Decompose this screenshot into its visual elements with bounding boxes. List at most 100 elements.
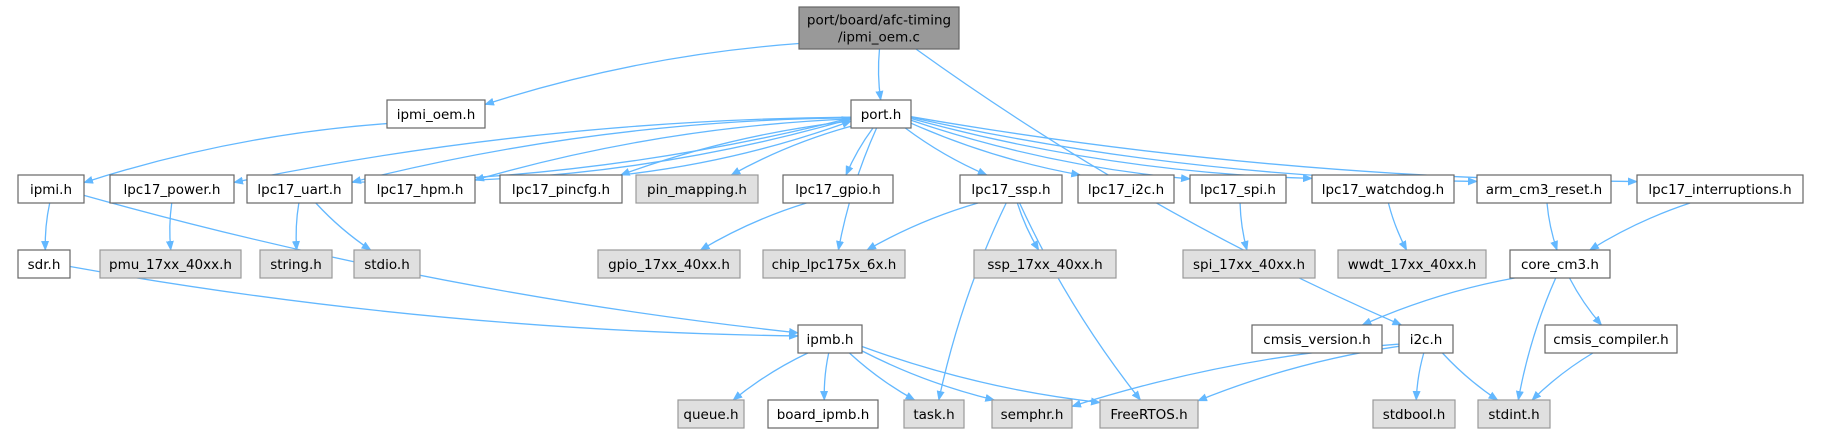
node-lpc17-watchdog-h[interactable]: lpc17_watchdog.h bbox=[1311, 174, 1455, 204]
node-freertos-h: FreeRTOS.h bbox=[1099, 399, 1199, 429]
edge-port_h-to-arm_cm3_reset_h bbox=[910, 116, 1478, 186]
node-label: i2c.h bbox=[1410, 332, 1443, 348]
node-box bbox=[353, 249, 421, 279]
node-box bbox=[798, 6, 960, 50]
node-arm-cm3-reset-h[interactable]: arm_cm3_reset.h bbox=[1476, 174, 1612, 204]
edge-port_h-to-lpc17_hpm_h bbox=[474, 118, 852, 182]
node-box bbox=[1077, 174, 1175, 204]
node-box bbox=[677, 399, 745, 429]
edge-ipmi_h-to-sdr_h bbox=[41, 202, 51, 251]
node-queue-h: queue.h bbox=[677, 399, 745, 429]
node-label: stdint.h bbox=[1488, 407, 1539, 423]
node-label: lpc17_power.h bbox=[123, 182, 220, 198]
edge-ipmb_h-to-semphr_h bbox=[861, 350, 996, 402]
node-lpc17-spi-h[interactable]: lpc17_spi.h bbox=[1189, 174, 1287, 204]
node-label: stdio.h bbox=[364, 257, 410, 273]
node-box bbox=[1398, 324, 1454, 354]
node-stdint-h: stdint.h bbox=[1477, 399, 1551, 429]
node-ipmi-h[interactable]: ipmi.h bbox=[17, 174, 85, 204]
node-ipmb-h[interactable]: ipmb.h bbox=[797, 324, 863, 354]
edge-cmsis_compiler_h-to-stdint_h bbox=[1531, 352, 1594, 401]
edge-lpc17_ssp_h-to-freertos_h bbox=[1018, 202, 1142, 401]
edge-ipmb_h-to-board_ipmb_h bbox=[820, 352, 830, 401]
edge-root-to-port_h bbox=[875, 48, 884, 101]
node-label: lpc17_hpm.h bbox=[377, 182, 464, 198]
node-lpc17-uart-h[interactable]: lpc17_uart.h bbox=[246, 174, 353, 204]
node-label: ipmi_oem.h bbox=[397, 107, 476, 123]
edge-port_h-to-pin_mapping_h bbox=[730, 125, 852, 176]
node-label: sdr.h bbox=[28, 257, 61, 273]
node-ipmi-oem-h[interactable]: ipmi_oem.h bbox=[386, 99, 486, 129]
node-label: wwdt_17xx_40xx.h bbox=[1348, 257, 1477, 273]
edge-root-to-ipmi_oem_h bbox=[484, 42, 800, 106]
edge-port_h-to-lpc17_power_h bbox=[233, 116, 852, 185]
node-label: lpc17_spi.h bbox=[1200, 182, 1276, 198]
edge-lpc17_uart_h-to-stdio_h bbox=[315, 202, 372, 251]
node-box bbox=[109, 174, 235, 204]
node-lpc17-ssp-h[interactable]: lpc17_ssp.h bbox=[959, 174, 1063, 204]
node-stdio-h: stdio.h bbox=[353, 249, 421, 279]
node-label: chip_lpc175x_6x.h bbox=[772, 257, 897, 273]
node-box bbox=[782, 174, 894, 204]
node-root[interactable]: port/board/afc-timing/ipmi_oem.c bbox=[798, 6, 960, 50]
node-box bbox=[1189, 174, 1287, 204]
node-lpc17-power-h[interactable]: lpc17_power.h bbox=[109, 174, 235, 204]
node-box bbox=[1544, 324, 1678, 354]
node-label: cmsis_version.h bbox=[1263, 332, 1370, 348]
node-pin-mapping-h: pin_mapping.h bbox=[635, 174, 759, 204]
node-string-h: string.h bbox=[259, 249, 333, 279]
node-label: pmu_17xx_40xx.h bbox=[109, 257, 232, 273]
node-box bbox=[364, 174, 476, 204]
node-task-h: task.h bbox=[903, 399, 965, 429]
edge-lpc17_ssp_h-to-ssp_17xx_h bbox=[1016, 202, 1040, 251]
node-lpc17-pincfg-h[interactable]: lpc17_pincfg.h bbox=[499, 174, 623, 204]
edge-arm_cm3_reset_h-to-core_cm3_h bbox=[1546, 202, 1558, 251]
edge-lpc17_ssp_h-to-chip_h bbox=[866, 202, 979, 251]
node-lpc17-hpm-h[interactable]: lpc17_hpm.h bbox=[364, 174, 476, 204]
edge-core_cm3_h-to-stdint_h bbox=[1515, 277, 1557, 401]
node-spi-17xx-h: spi_17xx_40xx.h bbox=[1182, 249, 1316, 279]
node-label: /ipmi_oem.c bbox=[838, 30, 920, 46]
edge-sdr_h-to-ipmb_h bbox=[69, 265, 799, 340]
node-cmsis-compiler-h[interactable]: cmsis_compiler.h bbox=[1544, 324, 1678, 354]
node-label: gpio_17xx_40xx.h bbox=[608, 257, 730, 273]
edge-ipmb_h-to-freertos_h bbox=[861, 345, 1101, 406]
node-label: spi_17xx_40xx.h bbox=[1193, 257, 1305, 273]
edge-port_h-to-lpc17_ssp_h bbox=[904, 127, 988, 176]
node-label: lpc17_i2c.h bbox=[1088, 182, 1164, 198]
edge-lpc17_power_h-to-pmu_h bbox=[165, 202, 174, 251]
node-chip-h: chip_lpc175x_6x.h bbox=[762, 249, 906, 279]
node-label: pin_mapping.h bbox=[647, 182, 747, 198]
node-ssp-17xx-h: ssp_17xx_40xx.h bbox=[973, 249, 1117, 279]
node-lpc17-interruptions-h[interactable]: lpc17_interruptions.h bbox=[1636, 174, 1804, 204]
node-sdr-h[interactable]: sdr.h bbox=[17, 249, 71, 279]
node-cmsis-version-h[interactable]: cmsis_version.h bbox=[1251, 324, 1383, 354]
node-box bbox=[850, 99, 912, 129]
edge-lpc17_ssp_h-to-task_h bbox=[936, 202, 1007, 401]
node-label: lpc17_uart.h bbox=[257, 182, 341, 198]
node-port-h[interactable]: port.h bbox=[850, 99, 912, 129]
edge-lpc17_interruptions_h-to-core_cm3_h bbox=[1589, 202, 1691, 251]
node-label: task.h bbox=[913, 407, 954, 423]
node-label: lpc17_interruptions.h bbox=[1648, 182, 1791, 198]
node-core-cm3-h[interactable]: core_cm3.h bbox=[1509, 249, 1611, 279]
edge-ipmb_h-to-task_h bbox=[848, 352, 916, 401]
node-lpc17-i2c-h[interactable]: lpc17_i2c.h bbox=[1077, 174, 1175, 204]
node-label: FreeRTOS.h bbox=[1110, 407, 1187, 423]
node-i2c-h[interactable]: i2c.h bbox=[1398, 324, 1454, 354]
node-box bbox=[1337, 249, 1487, 279]
node-box bbox=[1476, 174, 1612, 204]
node-board-ipmb-h[interactable]: board_ipmb.h bbox=[767, 399, 879, 429]
node-box bbox=[499, 174, 623, 204]
node-box bbox=[973, 249, 1117, 279]
node-box bbox=[246, 174, 353, 204]
node-label: board_ipmb.h bbox=[777, 407, 870, 423]
node-gpio-17xx-h: gpio_17xx_40xx.h bbox=[597, 249, 741, 279]
node-box bbox=[1311, 174, 1455, 204]
edge-port_h-to-lpc17_gpio_h bbox=[845, 127, 874, 176]
node-box bbox=[17, 249, 71, 279]
edge-lpc17_gpio_h-to-gpio_17xx_h bbox=[699, 202, 807, 251]
node-lpc17-gpio-h[interactable]: lpc17_gpio.h bbox=[782, 174, 894, 204]
edge-ipmi_oem_h-to-ipmi_h bbox=[83, 122, 388, 184]
